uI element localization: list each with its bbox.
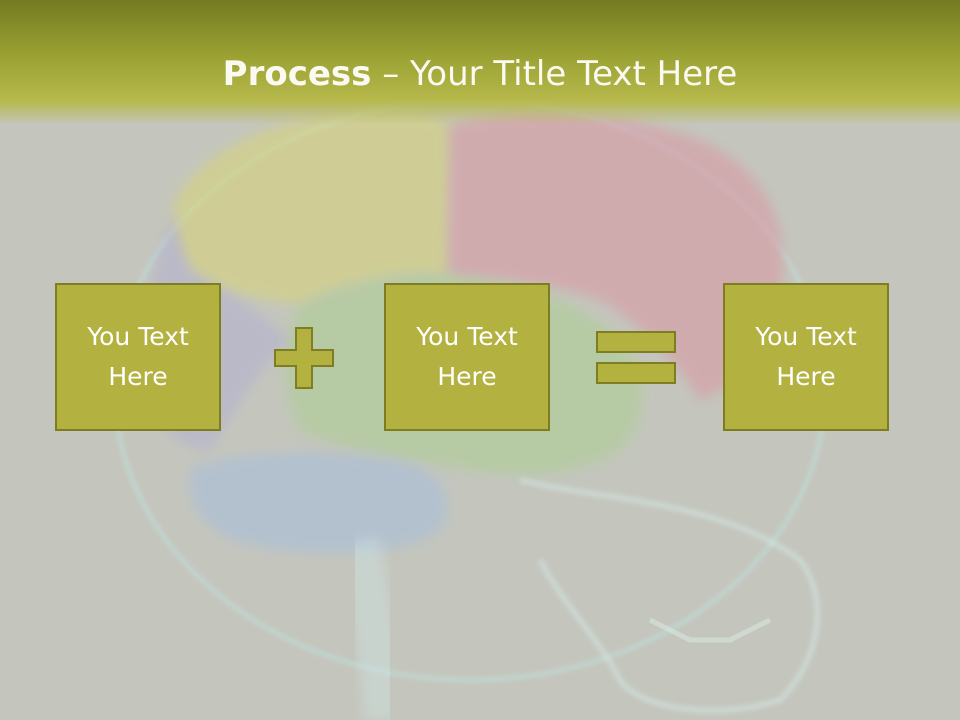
process-box-2: You Text Here: [384, 283, 550, 431]
process-box-1: You Text Here: [55, 283, 221, 431]
slide-title: Process – Your Title Text Here: [0, 52, 960, 96]
equals-icon: [596, 331, 676, 384]
title-bar: [0, 0, 960, 125]
title-separator: –: [371, 54, 411, 94]
process-box-3: You Text Here: [723, 283, 889, 431]
plus-icon: [274, 327, 334, 389]
title-text: Your Title Text Here: [410, 54, 738, 94]
title-bold: Process: [222, 54, 372, 94]
